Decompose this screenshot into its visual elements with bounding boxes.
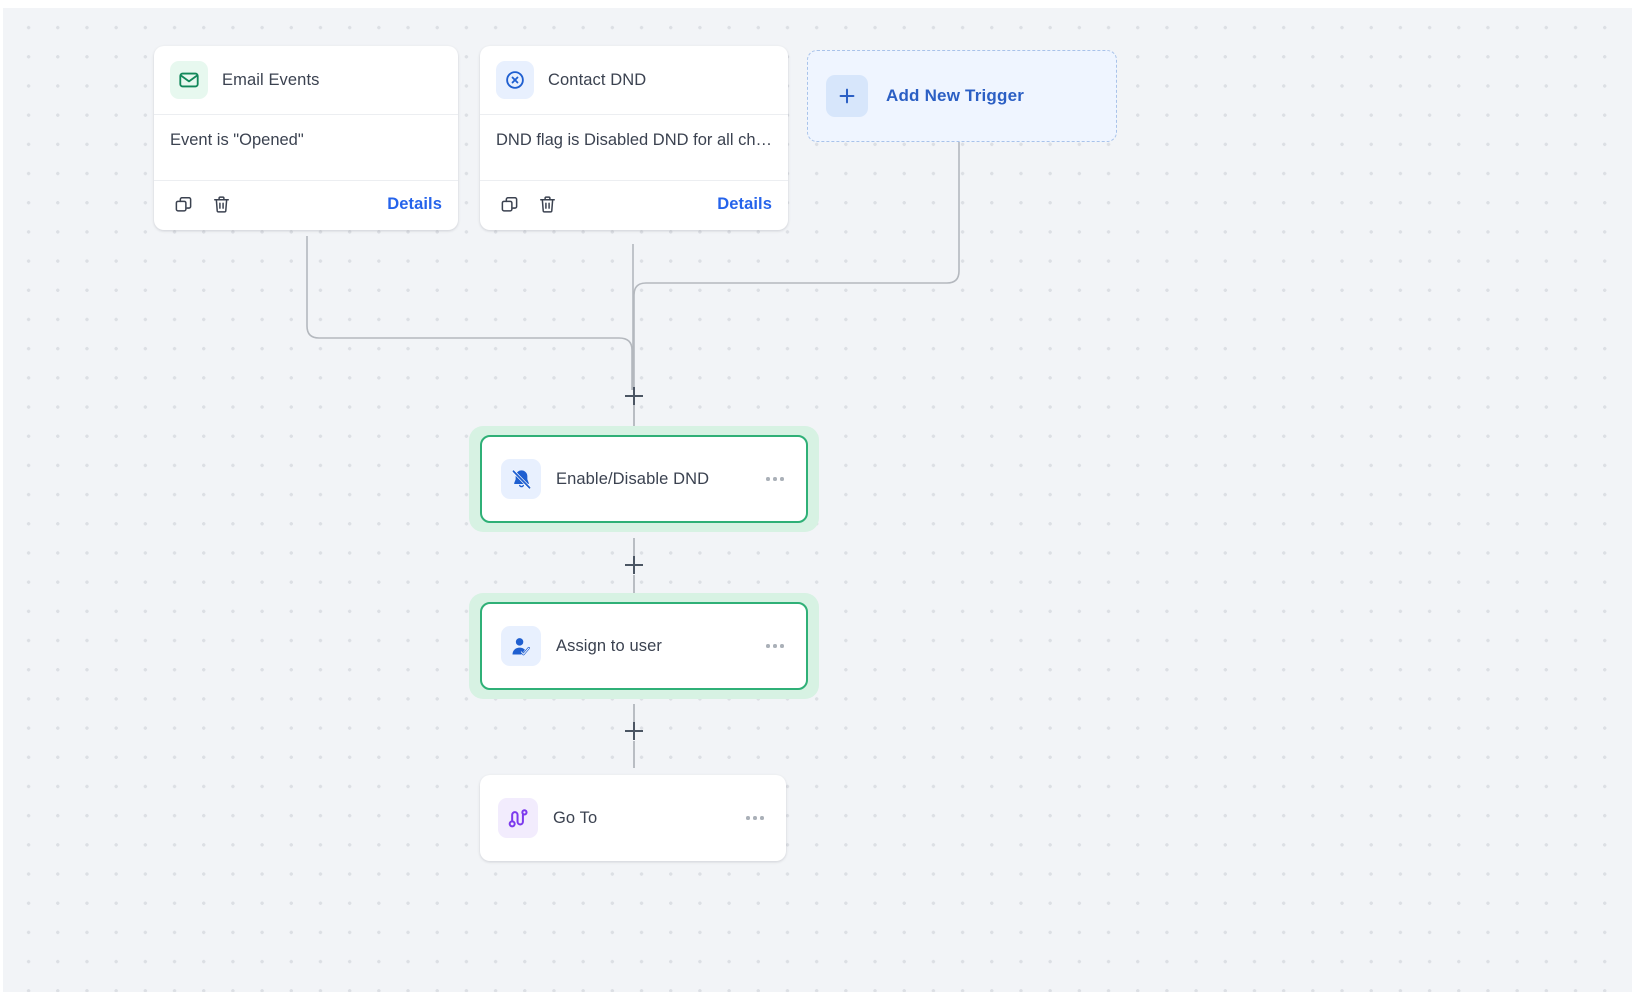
action-node-go-to[interactable]: Go To: [480, 775, 786, 861]
bell-off-icon: [501, 459, 541, 499]
action-card[interactable]: Enable/Disable DND: [480, 435, 808, 523]
action-title: Go To: [553, 808, 598, 827]
add-node-button-2[interactable]: [623, 554, 645, 576]
details-link[interactable]: Details: [717, 194, 772, 213]
action-node-assign-to-user[interactable]: Assign to user: [469, 593, 819, 699]
trash-icon[interactable]: [208, 191, 234, 217]
add-new-trigger-button[interactable]: Add New Trigger: [807, 50, 1117, 142]
action-card[interactable]: Go To: [480, 775, 786, 861]
more-options-icon[interactable]: [766, 477, 784, 481]
trigger-footer: Details: [480, 181, 788, 230]
trigger-condition: DND flag is Disabled DND for all cha...: [480, 115, 788, 181]
action-title: Enable/Disable DND: [556, 469, 710, 488]
circle-x-icon: [496, 61, 534, 99]
workflow-canvas[interactable]: Email Events Event is "Opened" Details: [3, 8, 1632, 992]
user-check-icon: [501, 626, 541, 666]
envelope-icon: [170, 61, 208, 99]
details-link[interactable]: Details: [387, 194, 442, 213]
trash-icon[interactable]: [534, 191, 560, 217]
add-new-trigger-label: Add New Trigger: [886, 86, 1025, 105]
trigger-header: Email Events: [154, 46, 458, 115]
more-options-icon[interactable]: [766, 644, 784, 648]
action-title: Assign to user: [556, 636, 662, 655]
more-options-icon[interactable]: [746, 816, 764, 820]
trigger-card-email-events[interactable]: Email Events Event is "Opened" Details: [154, 46, 458, 230]
plus-icon: [826, 75, 868, 117]
trigger-header: Contact DND: [480, 46, 788, 115]
action-card[interactable]: Assign to user: [480, 602, 808, 690]
trigger-card-contact-dnd[interactable]: Contact DND DND flag is Disabled DND for…: [480, 46, 788, 230]
trigger-condition: Event is "Opened": [154, 115, 458, 181]
trigger-title: Contact DND: [548, 70, 647, 89]
add-node-button-3[interactable]: [623, 720, 645, 742]
trigger-footer: Details: [154, 181, 458, 230]
trigger-title: Email Events: [222, 70, 320, 89]
action-node-enable-disable-dnd[interactable]: Enable/Disable DND: [469, 426, 819, 532]
copy-icon[interactable]: [496, 191, 522, 217]
add-node-button-1[interactable]: [623, 385, 645, 407]
copy-icon[interactable]: [170, 191, 196, 217]
route-icon: [498, 798, 538, 838]
